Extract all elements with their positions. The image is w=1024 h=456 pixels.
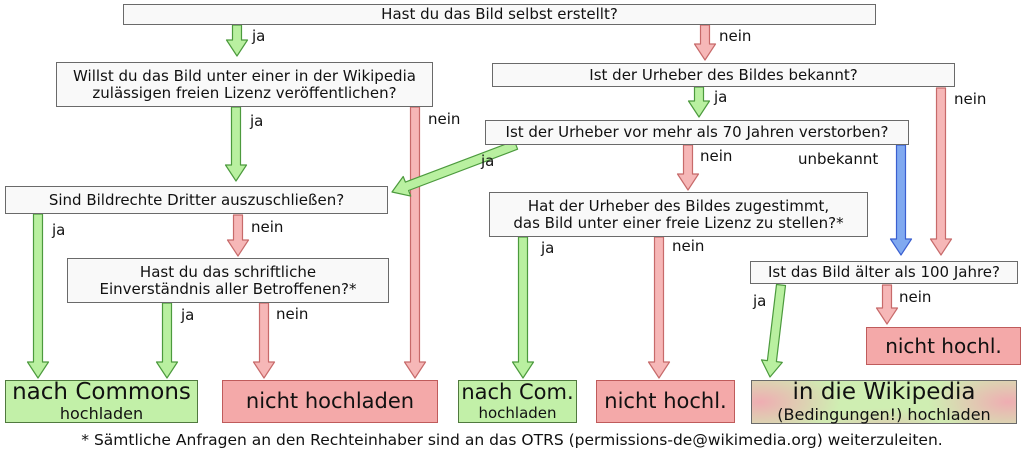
edge-label-e6-nein: nein xyxy=(954,90,987,108)
flow-node-r10-line1: nach Commons xyxy=(12,378,191,405)
flow-node-q7: Hat der Urheber des Bildes zugestimmt,da… xyxy=(489,192,868,237)
flow-node-r12-line1: nach Com. xyxy=(461,380,574,405)
flow-node-r9-line1: nicht hochl. xyxy=(885,333,1002,358)
flow-node-r9: nicht hochl. xyxy=(866,327,1021,365)
edge-label-e9-unbekannt: unbekannt xyxy=(798,150,879,168)
arrow-q4-q7-nein xyxy=(676,144,700,191)
flow-node-q3-line1: Ist der Urheber des Bildes bekannt? xyxy=(589,65,858,84)
flow-node-q8-line1: Ist das Bild älter als 100 Jahre? xyxy=(768,263,1000,282)
arrow-q5-r10-ja xyxy=(26,213,50,379)
edge-label-e17-nein: nein xyxy=(899,288,932,306)
edge-label-e5-ja: ja xyxy=(714,88,728,106)
flow-node-q1-line1: Hast du das Bild selbst erstellt? xyxy=(381,5,618,24)
edge-label-e8-nein: nein xyxy=(700,147,733,165)
flow-node-q5-line1: Sind Bildrechte Dritter auszuschließen? xyxy=(48,190,345,209)
flow-node-r11: nicht hochladen xyxy=(222,380,438,423)
arrow-q7-r13-nein xyxy=(647,236,671,379)
flow-node-r14-line1: in die Wikipedia xyxy=(792,379,976,406)
flow-node-r14: in die Wikipedia(Bedingungen!) hochladen xyxy=(751,379,1017,424)
flow-node-q7-line1: Hat der Urheber des Bildes zugestimmt, xyxy=(527,196,830,215)
flow-node-q8: Ist das Bild älter als 100 Jahre? xyxy=(750,261,1018,284)
arrow-q1-q2-ja xyxy=(225,24,249,57)
flow-node-r12-line2: hochladen xyxy=(478,403,557,422)
flow-node-r14-line2: (Bedingungen!) hochladen xyxy=(777,404,991,424)
edge-label-e13-nein: nein xyxy=(276,305,309,323)
footnote: * Sämtliche Anfragen an den Rechteinhabe… xyxy=(81,431,943,449)
flow-node-q2: Willst du das Bild unter einer in der Wi… xyxy=(56,62,433,107)
edge-label-e14-ja: ja xyxy=(541,239,555,257)
edge-label-e2-nein: nein xyxy=(719,27,752,45)
flow-node-q5: Sind Bildrechte Dritter auszuschließen? xyxy=(5,186,388,214)
edge-label-e7-ja: ja xyxy=(481,152,495,170)
arrow-q8-r9-nein xyxy=(875,284,899,325)
edge-label-e4-nein: nein xyxy=(428,110,461,128)
flow-node-q7-line2: das Bild unter einer freie Lizenz zu ste… xyxy=(513,213,844,232)
arrow-q7-r12-ja xyxy=(511,236,535,379)
flow-node-q2-line1: Willst du das Bild unter einer in der Wi… xyxy=(73,66,416,85)
arrow-q1-q3-nein xyxy=(693,24,717,61)
arrow-q3-q8-nein xyxy=(929,87,953,256)
edge-label-e3-ja: ja xyxy=(250,112,264,130)
flow-node-q1: Hast du das Bild selbst erstellt? xyxy=(123,4,876,25)
arrow-q2-r11-nein xyxy=(403,106,427,379)
flow-node-r13-line1: nicht hochl. xyxy=(604,388,727,413)
flow-node-q2-line2: zulässigen freien Lizenz veröffentlichen… xyxy=(92,83,397,102)
flow-node-q6-line1: Hast du das schriftliche xyxy=(139,262,317,281)
arrow-q4-q5-ja xyxy=(391,140,519,197)
flow-node-q6-line2: Einverständnis aller Betroffenen?* xyxy=(99,279,357,298)
flow-node-q3: Ist der Urheber des Bildes bekannt? xyxy=(492,63,955,87)
arrow-q6-r11-nein xyxy=(252,302,276,379)
flow-node-q4: Ist der Urheber vor mehr als 70 Jahren v… xyxy=(485,120,909,145)
arrow-q8-r14-ja xyxy=(760,283,787,378)
edge-label-e12-ja: ja xyxy=(181,306,195,324)
arrow-q2-q5-ja xyxy=(224,106,248,182)
flow-node-r12: nach Com.hochladen xyxy=(458,380,577,423)
edge-label-e16-ja: ja xyxy=(753,292,767,310)
edge-label-e1-ja: ja xyxy=(252,27,266,45)
arrow-q6-r10-ja xyxy=(155,302,179,379)
flow-node-q4-line1: Ist der Urheber vor mehr als 70 Jahren v… xyxy=(505,123,889,142)
flow-node-r11-line1: nicht hochladen xyxy=(245,388,415,413)
edge-label-e11-nein: nein xyxy=(251,218,284,236)
edge-label-e15-nein: nein xyxy=(672,237,705,255)
edge-label-e10-ja: ja xyxy=(52,221,66,239)
arrow-q4-q8-unbekannt xyxy=(889,144,913,256)
flow-node-r13: nicht hochl. xyxy=(596,380,735,423)
arrow-q3-q4-ja xyxy=(687,86,711,118)
flow-node-r10-line2: hochladen xyxy=(59,404,144,424)
arrow-q5-q6-nein xyxy=(226,214,250,257)
